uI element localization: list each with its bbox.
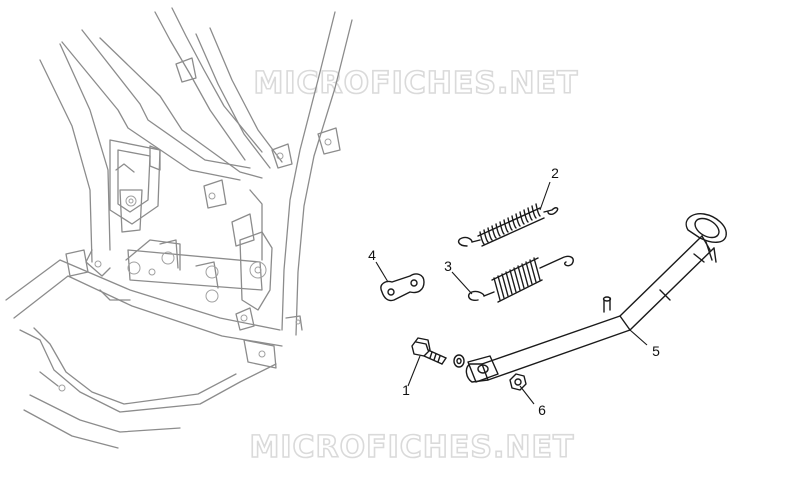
washer [453, 354, 465, 368]
pivot-bolt [411, 337, 447, 365]
callout-6: 6 [538, 402, 546, 418]
frame-drawing [5, 7, 353, 449]
watermark-top: MICROFICHES.NET [254, 66, 579, 101]
watermark-bottom: MICROFICHES.NET [250, 430, 575, 465]
plate-bracket [380, 273, 425, 302]
callout-2: 2 [551, 165, 559, 181]
leader-lines [375, 181, 648, 405]
callout-4: 4 [368, 247, 376, 263]
nut [509, 373, 527, 391]
callout-1: 1 [402, 382, 410, 398]
callout-5: 5 [652, 343, 660, 359]
spring-upper [457, 203, 559, 247]
spring-lower [467, 255, 574, 303]
callout-3: 3 [444, 258, 452, 274]
